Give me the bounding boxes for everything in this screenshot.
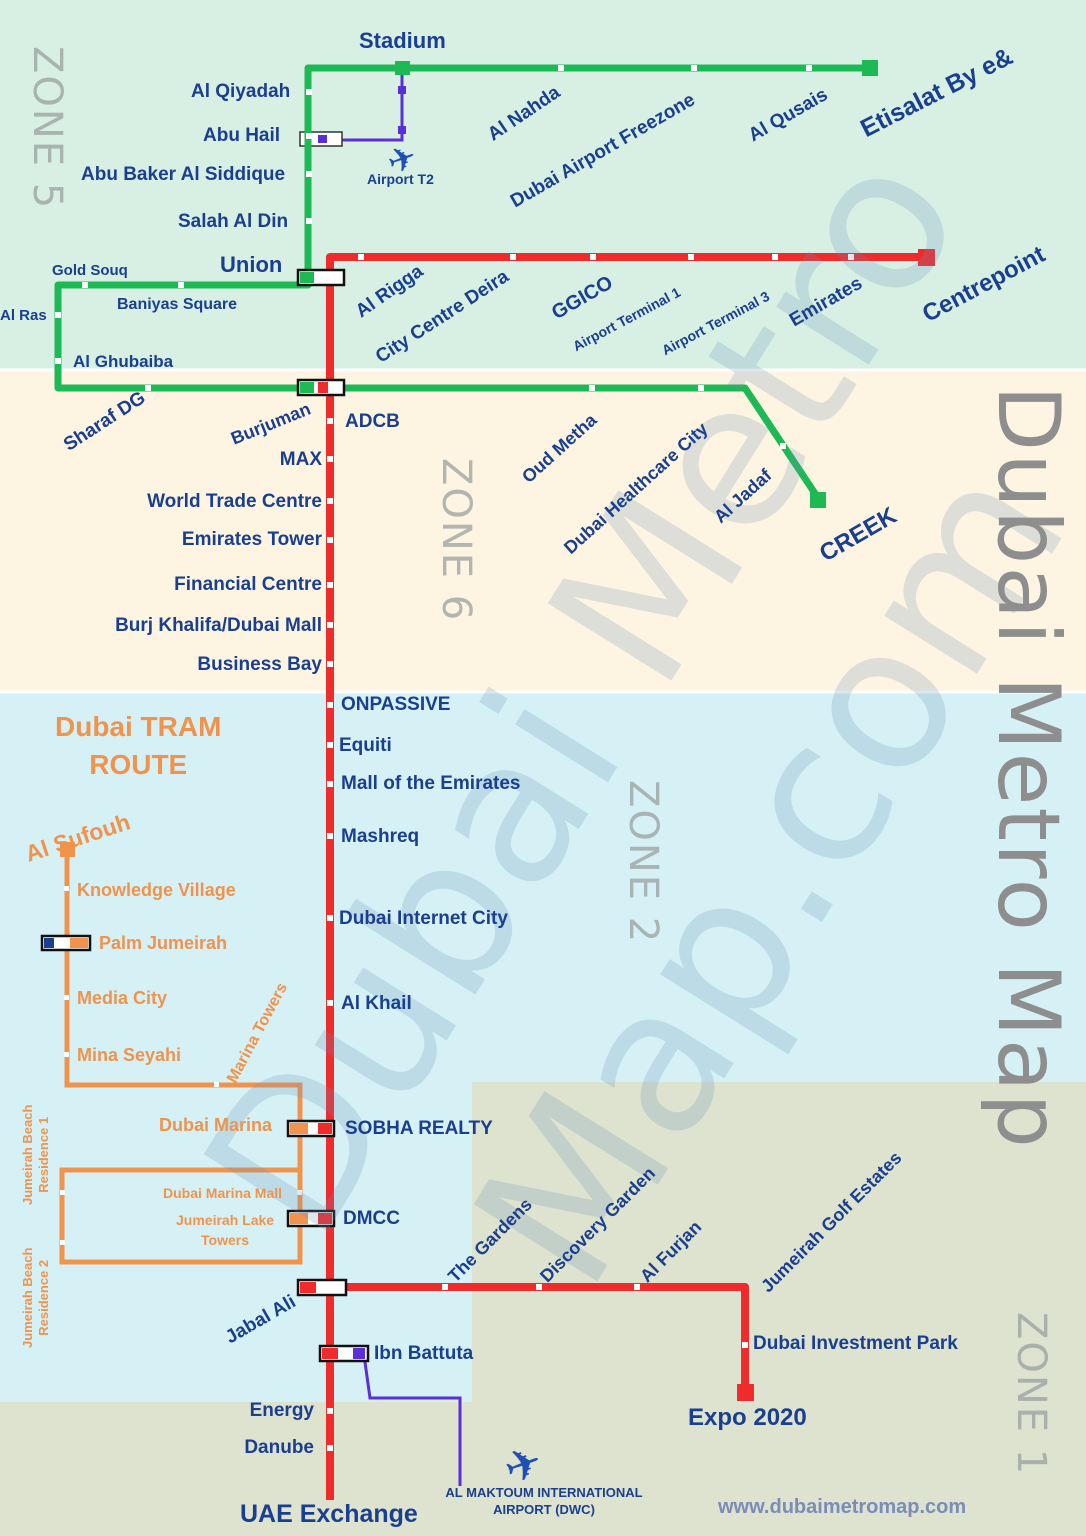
tram-station-jbr-2-line-2: Residence 2 (36, 1259, 51, 1336)
tram-route (59, 850, 303, 1265)
zone-1-label: ZONE 1 (1008, 1312, 1054, 1477)
station-mall-of-the-emirates[interactable]: Mall of the Emirates (341, 773, 521, 794)
tram-station-jlt-line-1: Jumeirah Lake (176, 1212, 275, 1228)
red-terminus-expo (737, 1384, 754, 1401)
dwc-airport-link (362, 1354, 462, 1486)
station-ibn-battuta[interactable]: Ibn Battuta (374, 1343, 474, 1364)
tram-station-jlt[interactable]: Jumeirah Lake Towers (176, 1210, 274, 1250)
map-title: Dubai Metro Map (978, 385, 1078, 1150)
station-union[interactable]: Union (220, 252, 283, 277)
station-baniyas-square[interactable]: Baniyas Square (117, 296, 238, 313)
station-uae-exchange[interactable]: UAE Exchange (240, 1500, 418, 1528)
station-adcb[interactable]: ADCB (345, 411, 400, 432)
tram-station-dubai-marina[interactable]: Dubai Marina (159, 1115, 273, 1135)
airport-t2-link (299, 68, 406, 147)
tram-station-mina-seyahi[interactable]: Mina Seyahi (77, 1045, 182, 1065)
tram-station-jbr-1-line-2: Residence 1 (36, 1116, 51, 1193)
station-gold-souq[interactable]: Gold Souq (52, 262, 128, 279)
zone-1-area (472, 1082, 1086, 1402)
station-dubai-investment-park[interactable]: Dubai Investment Park (753, 1333, 958, 1354)
tram-station-palm-jumeirah[interactable]: Palm Jumeirah (99, 933, 228, 953)
zone-5-label: ZONE 5 (24, 46, 70, 211)
green-terminus-creek (810, 492, 826, 508)
zone-2-label: ZONE 2 (620, 780, 666, 945)
station-business-bay[interactable]: Business Bay (197, 654, 322, 675)
tram-station-jbr-1[interactable]: Jumeirah Beach Residence 1 (20, 1105, 52, 1205)
green-terminus-etisalat (862, 60, 878, 76)
red-line (326, 253, 926, 1500)
tram-station-jlt-line-2: Towers (201, 1232, 250, 1248)
station-al-ras[interactable]: Al Ras (0, 307, 47, 324)
station-stadium[interactable]: Stadium (359, 28, 446, 53)
tram-title-line-1: Dubai TRAM (55, 711, 222, 742)
station-max[interactable]: MAX (279, 449, 322, 470)
station-world-trade-centre[interactable]: World Trade Centre (147, 491, 322, 512)
tram-station-jbr-2[interactable]: Jumeirah Beach Residence 2 (20, 1248, 52, 1348)
zone-1-area-bottom (0, 1402, 1086, 1536)
tram-route-title: Dubai TRAM ROUTE (55, 708, 221, 784)
station-dots (55, 65, 854, 1451)
tram-title-line-2: ROUTE (89, 749, 188, 780)
tram-station-media-city[interactable]: Media City (77, 988, 168, 1008)
red-terminus-centrepoint (918, 249, 935, 266)
station-abu-hail[interactable]: Abu Hail (203, 125, 281, 146)
station-dubai-internet-city[interactable]: Dubai Internet City (339, 908, 508, 929)
station-financial-centre[interactable]: Financial Centre (174, 574, 322, 595)
station-burj-khalifa[interactable]: Burj Khalifa/Dubai Mall (115, 615, 322, 636)
station-equiti[interactable]: Equiti (339, 735, 392, 756)
station-salah-al-din[interactable]: Salah Al Din (178, 211, 289, 232)
station-danube[interactable]: Danube (244, 1437, 314, 1458)
station-sobha-realty[interactable]: SOBHA REALTY (345, 1118, 493, 1139)
interchange-fills (44, 272, 365, 1359)
dwc-airport-label-line-2: AIRPORT (DWC) (493, 1502, 595, 1517)
zone-6-area (0, 370, 1086, 692)
station-onpassive[interactable]: ONPASSIVE (341, 694, 451, 715)
station-mashreq[interactable]: Mashreq (341, 826, 420, 847)
green-line (54, 64, 870, 500)
station-dmcc[interactable]: DMCC (343, 1208, 400, 1229)
website-url[interactable]: www.dubaimetromap.com (718, 1496, 967, 1518)
station-al-khail[interactable]: Al Khail (341, 993, 412, 1014)
tram-terminus-al-sufouh (60, 842, 75, 857)
station-expo-2020[interactable]: Expo 2020 (688, 1404, 807, 1431)
station-al-ghubaiba[interactable]: Al Ghubaiba (73, 352, 174, 371)
station-al-qiyadah[interactable]: Al Qiyadah (191, 81, 291, 102)
tram-station-jbr-1-line-1: Jumeirah Beach (20, 1104, 35, 1205)
tram-station-dubai-marina-mall[interactable]: Dubai Marina Mall (163, 1185, 283, 1201)
station-emirates-tower[interactable]: Emirates Tower (181, 529, 322, 550)
airport-t2-label: Airport T2 (367, 171, 434, 187)
dwc-airport-label: AL MAKTOUM INTERNATIONAL AIRPORT (DWC) (436, 1484, 652, 1518)
tram-station-knowledge-village[interactable]: Knowledge Village (77, 880, 236, 900)
station-energy[interactable]: Energy (249, 1400, 314, 1421)
station-abu-baker[interactable]: Abu Baker Al Siddique (81, 164, 286, 185)
dwc-airport-label-line-1: AL MAKTOUM INTERNATIONAL (445, 1485, 643, 1500)
zone-6-label: ZONE 6 (433, 458, 479, 623)
green-stadium-marker (395, 61, 410, 75)
zone-5-area (0, 0, 1086, 370)
tram-station-jbr-2-line-1: Jumeirah Beach (20, 1247, 35, 1348)
